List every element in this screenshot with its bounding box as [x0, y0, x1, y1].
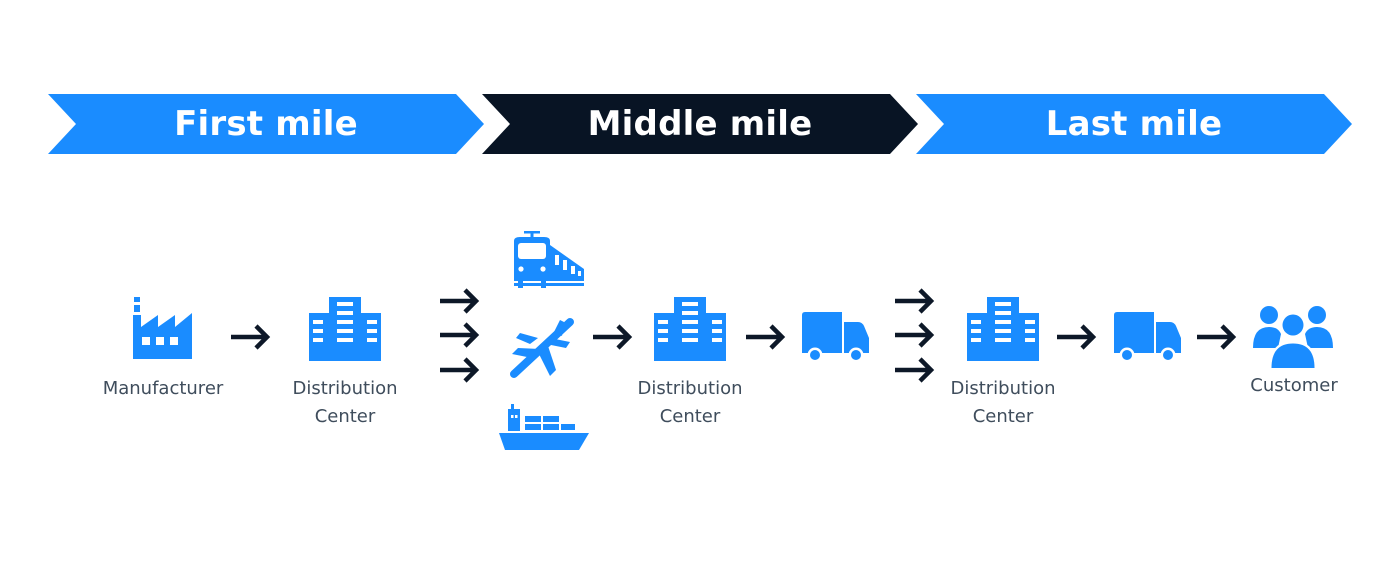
node-label: Customer — [1250, 375, 1338, 396]
node-label-line1: Distribution — [950, 378, 1056, 399]
arrow-right-icon — [438, 322, 480, 353]
stage-label: First mile — [174, 104, 358, 144]
arrow-right-icon — [893, 288, 935, 319]
stage-label: Last mile — [1045, 104, 1223, 144]
stage-last-mile: Last mile — [916, 94, 1352, 154]
arrow-right-icon — [229, 324, 271, 355]
factory-icon — [132, 295, 194, 359]
manufacturer-label: Manufacturer — [96, 375, 230, 403]
building-icon — [309, 297, 381, 361]
arrow-right-icon — [438, 288, 480, 319]
building-icon — [654, 297, 726, 361]
stage-label: Middle mile — [587, 104, 813, 144]
stage-middle-mile: Middle mile — [482, 94, 918, 154]
arrow-right-icon — [893, 357, 935, 388]
node-label-line2: Center — [314, 406, 376, 427]
chevron-shape — [482, 94, 918, 154]
distribution-center-label: Distribution Center — [938, 375, 1068, 431]
train-icon — [506, 231, 586, 291]
node-label: Manufacturer — [102, 378, 224, 399]
building-icon — [967, 297, 1039, 361]
truck-icon — [1112, 311, 1184, 363]
customer-label: Customer — [1234, 372, 1354, 400]
arrow-right-icon — [438, 357, 480, 388]
ship-icon — [497, 403, 591, 453]
arrow-right-icon — [1055, 324, 1097, 355]
node-label-line1: Distribution — [292, 378, 398, 399]
arrow-right-icon — [1195, 324, 1237, 355]
chevron-shape — [916, 94, 1352, 154]
stage-first-mile: First mile — [48, 94, 484, 154]
arrow-right-icon — [744, 324, 786, 355]
node-label-line2: Center — [659, 406, 721, 427]
arrow-right-icon — [591, 324, 633, 355]
arrow-right-icon — [893, 322, 935, 353]
node-label-line1: Distribution — [637, 378, 743, 399]
users-icon — [1252, 304, 1334, 370]
airplane-icon — [510, 316, 576, 378]
distribution-center-label: Distribution Center — [625, 375, 755, 431]
distribution-center-label: Distribution Center — [280, 375, 410, 431]
truck-icon — [800, 311, 872, 363]
chevron-shape — [48, 94, 484, 154]
node-label-line2: Center — [972, 406, 1034, 427]
